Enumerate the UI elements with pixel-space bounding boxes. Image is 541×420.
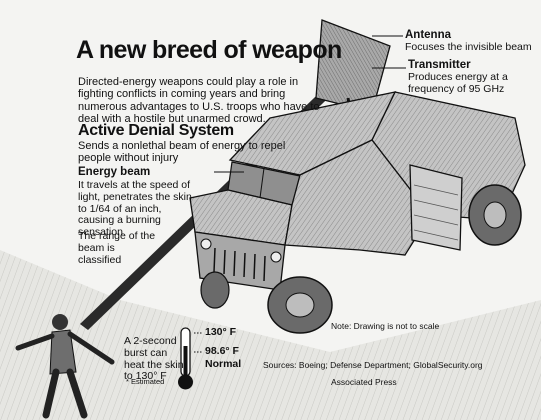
temp-high: 130° F <box>205 326 237 338</box>
humvee-vehicle <box>189 91 526 334</box>
ground-shadow <box>0 250 541 420</box>
intro-text: Directed-energy weapons could play a rol… <box>78 76 320 125</box>
section-heading: Active Denial System <box>78 122 234 139</box>
estimated-note: * Estimated <box>126 377 165 386</box>
credit: Associated Press <box>331 377 397 387</box>
energy-beam-description: It travels at the speed of light, penetr… <box>78 179 192 238</box>
drawing-note: Note: Drawing is not to scale <box>331 321 440 331</box>
transmitter-description: Produces energy at a frequency of 95 GHz <box>408 71 508 95</box>
antenna-description: Focuses the invisible beam <box>405 41 532 53</box>
temp-normal-value: 98.6° F <box>205 345 239 357</box>
wheels <box>200 184 522 334</box>
burst-note: A 2-second burst can heat the skin to 13… <box>124 335 184 383</box>
sources: Sources: Boeing; Defense Department; Glo… <box>263 360 483 370</box>
range-note: The range of the beam is classified <box>78 230 156 266</box>
thermometer-icon <box>178 327 202 390</box>
transmitter-label: Transmitter <box>408 59 471 71</box>
section-description: Sends a nonlethal beam of energy to repe… <box>78 140 286 165</box>
energy-beam-label: Energy beam <box>78 166 151 178</box>
temp-normal-label: Normal <box>205 358 242 370</box>
title: A new breed of weapon <box>76 36 342 64</box>
person-figure <box>15 314 115 419</box>
leader-lines <box>214 35 406 173</box>
antenna-label: Antenna <box>405 29 451 41</box>
